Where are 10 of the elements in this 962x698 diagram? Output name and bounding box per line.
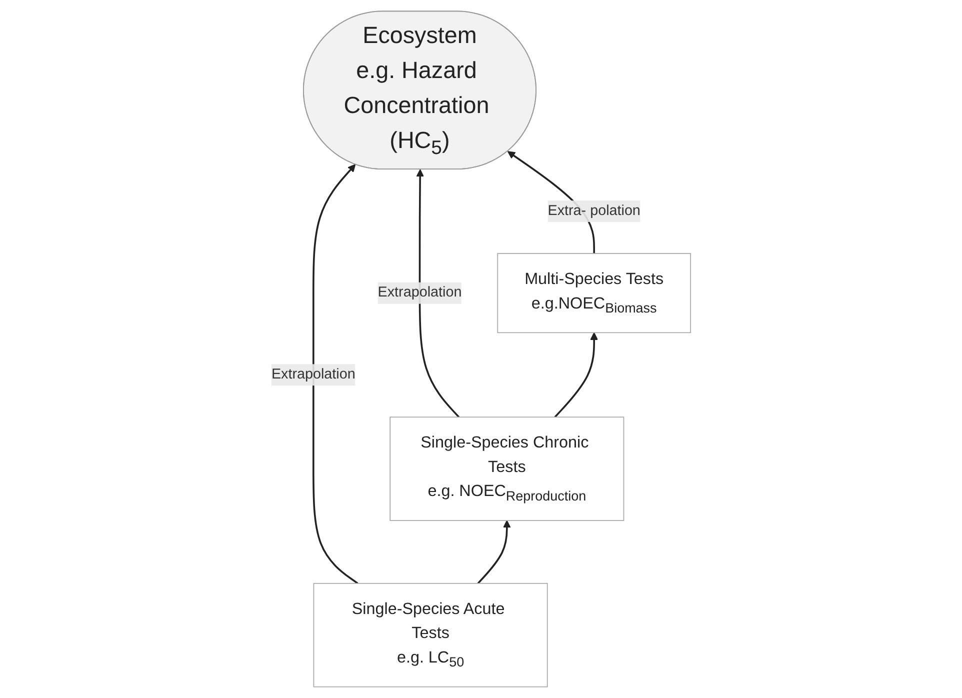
edge-label: Extra- polation [548,203,640,218]
arrow [312,164,358,584]
edge-label: Extrapolation [378,284,462,300]
arrow [416,169,460,418]
arrow [554,332,598,418]
edge-label: Extrapolation [271,366,356,382]
node-box: Single-Species Chronic Tests e.g. NOEC$_{Reproduction}$ [390,416,624,521]
node-box: Single-Species Acute Tests e.g. LC$_{50}$ [313,582,548,688]
node-box: Multi-Species Tests e.g.NOEC$_{Biomass}$ [497,253,691,334]
arrow [477,520,511,584]
